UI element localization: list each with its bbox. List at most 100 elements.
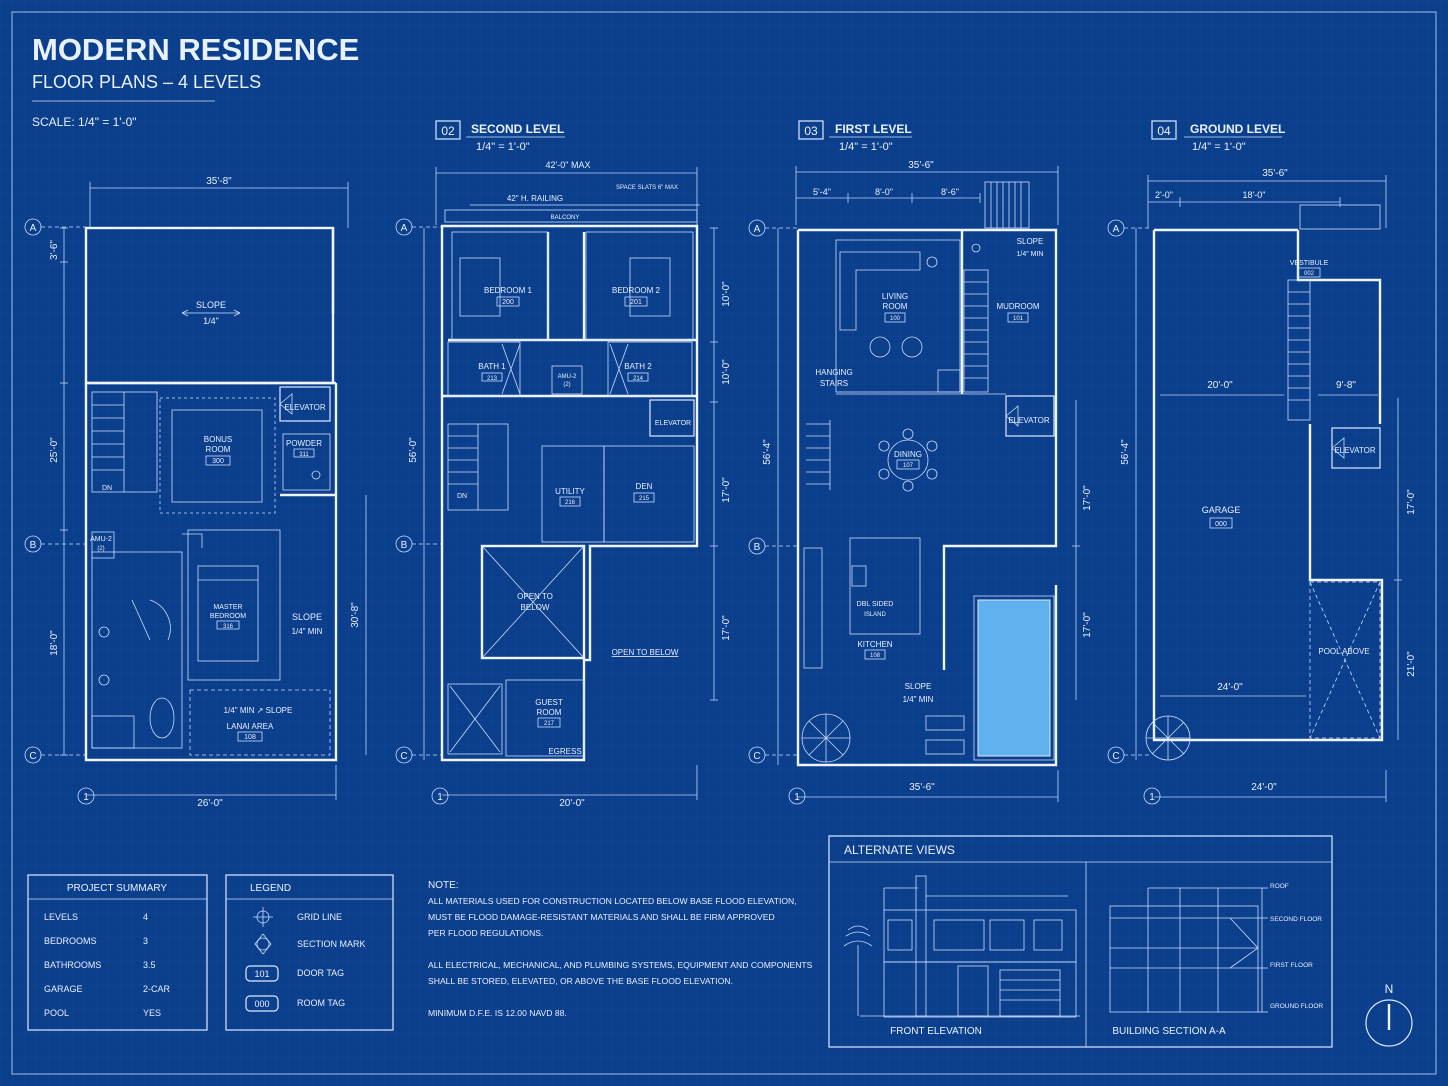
level3-name: FIRST LEVEL (835, 122, 912, 136)
label-elevator: ELEVATOR (284, 403, 326, 412)
dim-bottom: 24'-0" (1251, 782, 1277, 793)
sheet-border (11, 11, 1437, 1075)
label-open-to: OPEN TO (517, 592, 553, 601)
label-amu: AMU-2 (558, 374, 577, 380)
label-hanging: HANGING (815, 368, 852, 377)
summary-label: GARAGE (44, 984, 83, 994)
label-kitchen: KITCHEN (857, 640, 892, 649)
dim-right-1: 10'-0" (721, 281, 732, 307)
label-utility: UTILITY (555, 487, 585, 496)
room-tag-symbol (245, 995, 279, 1012)
label-island-2: ISLAND (864, 612, 886, 618)
label-elevator: ELEVATOR (1008, 416, 1050, 425)
label-slope-right: SLOPE (292, 612, 322, 622)
summary-label: BEDROOMS (44, 936, 97, 946)
section-mark-symbol-icon (254, 933, 272, 955)
svg-text:B: B (754, 542, 761, 553)
label-bonus-room: ROOM (206, 445, 231, 454)
dim-top: 35'-8" (206, 176, 232, 187)
label-amu: AMU-2 (90, 536, 112, 543)
dim-left: 56'-4" (1120, 439, 1131, 465)
label-den: DEN (636, 482, 653, 491)
dim-mid-2: 9'-8" (1336, 380, 1356, 391)
grid-line-symbol-icon (253, 907, 273, 927)
tag-den: 215 (639, 496, 650, 502)
subtitle: FLOOR PLANS – 4 LEVELS (32, 72, 261, 92)
label-elevator: ELEVATOR (655, 420, 691, 427)
svg-text:A: A (1113, 224, 1120, 235)
tag-bedroom-1: 200 (502, 299, 514, 306)
svg-text:C: C (400, 751, 407, 762)
label-living-room: ROOM (883, 302, 908, 311)
north-label: N (1385, 982, 1394, 996)
label-vestibule: VESTIBULE (1290, 260, 1329, 267)
tag-garage: 000 (1215, 521, 1227, 528)
svg-text:C: C (29, 751, 36, 762)
dim-seg-1: 2'-0" (1155, 190, 1173, 200)
building-section-drawing (1109, 887, 1268, 1013)
label-slope-2-val: 1/4" MIN (903, 695, 934, 704)
dim-left: 56'-4" (762, 439, 773, 465)
label-lanai: LANAI AREA (227, 722, 274, 731)
svg-text:C: C (753, 751, 760, 762)
dim-seg-2: 18'-0" (1243, 190, 1266, 200)
grid-marker-1: 1 (431, 787, 449, 805)
dim-left-c: 18'-0" (49, 630, 60, 656)
dim-seg-1: 5'-4" (813, 187, 831, 197)
dim-seg-3: 8'-6" (941, 187, 959, 197)
note-line-3: PER FLOOD REGULATIONS. (428, 928, 543, 938)
note-line-4: ALL ELECTRICAL, MECHANICAL, AND PLUMBING… (428, 960, 813, 970)
svg-text:A: A (30, 223, 37, 234)
level2-number: 02 (441, 124, 455, 138)
plan-level-1: 35'-8" A B C 1 3'-6" 25'-0" 18'-0" 30'-8… (24, 176, 367, 809)
notes-title: NOTE: (428, 880, 459, 891)
plan-level-3: 03 FIRST LEVEL 1/4" = 1'-0" 35'-6" 5'-4"… (748, 120, 1093, 805)
tag-bath-1: 213 (487, 376, 498, 382)
label-balcony: BALCONY (551, 215, 580, 221)
label-pool-above: POOL ABOVE (1318, 647, 1369, 656)
dim-right-2: 10'-0" (721, 359, 732, 385)
dim-right-4: 17'-0" (721, 615, 732, 641)
legend-title: LEGEND (250, 883, 291, 894)
dim-low: 24'-0" (1217, 682, 1243, 693)
note-line-2: MUST BE FLOOD DAMAGE-RESISTANT MATERIALS… (428, 912, 775, 922)
dim-right-1: 17'-0" (1406, 489, 1417, 515)
dim-bottom: 35'-6" (909, 782, 935, 793)
tag-mudroom: 101 (1013, 316, 1024, 322)
note-line-5: SHALL BE STORED, ELEVATED, OR ABOVE THE … (428, 976, 733, 986)
summary-value: 4 (143, 912, 148, 922)
tag-guest: 217 (544, 721, 555, 727)
label-bath-1: BATH 1 (478, 362, 506, 371)
label-bedroom-2: BEDROOM 2 (612, 286, 661, 295)
dim-seg-2: 8'-0" (875, 187, 893, 197)
label-garage: GARAGE (1202, 505, 1241, 515)
label-stairs: STAIRS (820, 379, 848, 388)
plan-level-2: 02 SECOND LEVEL 1/4" = 1'-0" 42'-0" MAX … (395, 120, 732, 809)
sheet-scale: SCALE: 1/4" = 1'-0" (32, 115, 137, 129)
legend-room-tag-symbol: 000 (254, 999, 269, 1009)
tag-lanai: 108 (244, 734, 256, 741)
tag-vestibule: 002 (1304, 271, 1315, 277)
section-label-first-floor: FIRST FLOOR (1270, 962, 1313, 969)
grid-marker-1: 1 (77, 787, 95, 805)
label-master-bedroom: BEDROOM (210, 613, 246, 620)
label-dining: DINING (894, 450, 922, 459)
dim-right-1: 17'-0" (1082, 485, 1093, 511)
svg-text:1: 1 (437, 792, 443, 803)
building-section-label: BUILDING SECTION A-A (1112, 1026, 1226, 1037)
grid-marker-1: 1 (1143, 787, 1161, 805)
legend-door-tag-symbol: 101 (254, 969, 269, 979)
front-elevation-drawing (843, 875, 1080, 1018)
level2-scale: 1/4" = 1'-0" (476, 141, 530, 153)
stair-dn: DN (457, 493, 467, 500)
label-slope: SLOPE (1017, 237, 1044, 246)
stair-dn: DN (102, 485, 112, 492)
svg-text:B: B (401, 540, 408, 551)
dim-top: 35'-6" (1262, 168, 1288, 179)
level3-number: 03 (804, 124, 818, 138)
section-label-roof: ROOF (1270, 883, 1289, 890)
label-bath-2: BATH 2 (624, 362, 652, 371)
summary-value: YES (143, 1008, 161, 1018)
